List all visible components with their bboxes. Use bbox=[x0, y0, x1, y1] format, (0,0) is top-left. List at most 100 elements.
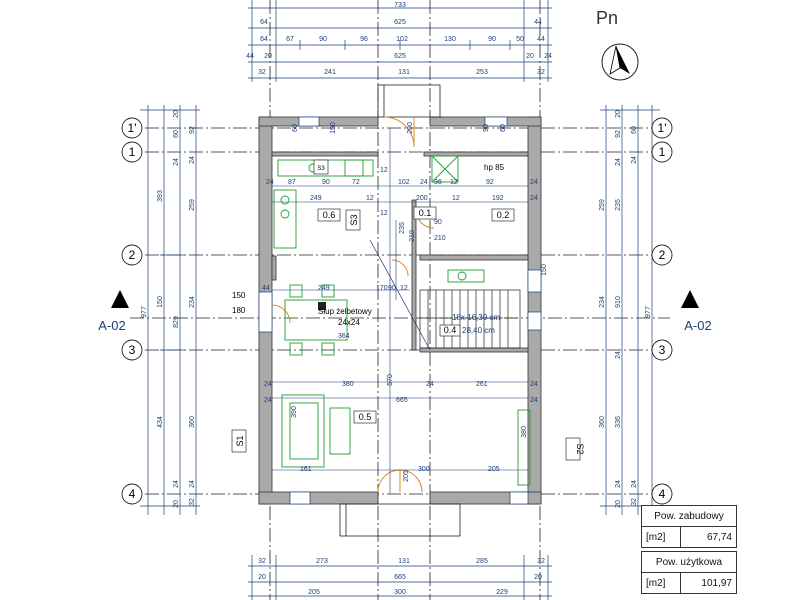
wall-inner-lower bbox=[419, 347, 529, 353]
dim-text: 24 bbox=[530, 397, 538, 404]
north-arrow-icon bbox=[601, 43, 639, 81]
dim-text: 234 bbox=[189, 296, 196, 308]
dim-text: 92 bbox=[486, 179, 494, 186]
axis-bubble bbox=[121, 483, 143, 505]
axis-label: 1 bbox=[659, 145, 666, 159]
dim-text: 24 bbox=[173, 480, 180, 488]
window-note: 180 bbox=[232, 306, 246, 315]
section-tag bbox=[231, 429, 247, 453]
dim-text: 390 bbox=[291, 406, 298, 418]
section-arrow-icon bbox=[111, 290, 129, 308]
dim-text: 200 bbox=[407, 122, 414, 134]
dim-text: 150 bbox=[541, 264, 548, 276]
wall-inner-bath bbox=[423, 151, 529, 157]
dim-text: 12 bbox=[400, 285, 408, 292]
room-tag bbox=[317, 208, 341, 222]
sofa bbox=[281, 394, 325, 468]
axis-label: 3 bbox=[129, 343, 136, 357]
axis-bubble bbox=[651, 339, 673, 361]
dim-text: 665 bbox=[394, 574, 406, 581]
area-info-table: Pow. zabudowy [m2] 67,74 Pow. użytkowa [… bbox=[641, 505, 737, 594]
axis-bubble bbox=[651, 483, 673, 505]
dim-text: 131 bbox=[398, 69, 410, 76]
dim-text: 336 bbox=[615, 416, 622, 428]
dim-text: 253 bbox=[476, 69, 488, 76]
built-area-unit: [m2] bbox=[641, 526, 681, 548]
room-tag bbox=[413, 206, 437, 220]
dim-text: 90 bbox=[319, 36, 327, 43]
right-dimension-lines bbox=[600, 105, 660, 515]
dim-text: 200 bbox=[416, 195, 428, 202]
wall-inner-hall bbox=[411, 199, 417, 351]
notes: hp 85 Słup żelbetowy 24x24 18x 16,39 cm … bbox=[232, 163, 505, 335]
dim-text: 32 bbox=[537, 558, 545, 565]
bath-fixture bbox=[447, 269, 485, 283]
axis-label: 2 bbox=[659, 248, 666, 262]
bottom-dimension-texts: 32 273 131 285 32 20 665 20 205 300 229 bbox=[258, 558, 545, 596]
dim-text: 102 bbox=[396, 36, 408, 43]
section-marker-left: A-02 bbox=[98, 290, 129, 333]
built-area-value: 67,74 bbox=[680, 526, 737, 548]
usable-area-value: 101,97 bbox=[680, 572, 737, 594]
dim-text: 829 bbox=[173, 316, 180, 328]
dim-text: 64 bbox=[260, 36, 268, 43]
dim-text: 235 bbox=[615, 199, 622, 211]
section-arrow-icon bbox=[681, 290, 699, 308]
dim-text: 273 bbox=[316, 558, 328, 565]
dim-text: 92 bbox=[615, 130, 622, 138]
dim-text: 12 bbox=[380, 167, 388, 174]
dim-text: 150 bbox=[330, 122, 337, 134]
dim-text: 259 bbox=[189, 199, 196, 211]
dim-text: 24 bbox=[420, 179, 428, 186]
dim-text: 24 bbox=[615, 351, 622, 359]
axis-bubble bbox=[121, 244, 143, 266]
room-tag bbox=[491, 208, 515, 222]
dim-text: 90 bbox=[488, 36, 496, 43]
axis-label: 1 bbox=[129, 145, 136, 159]
dim-text: 24 bbox=[189, 156, 196, 164]
dim-text: 20 bbox=[615, 110, 622, 118]
section-tag-label: S2 bbox=[575, 443, 585, 454]
dim-text: 235 bbox=[399, 222, 406, 234]
dim-text: 205 bbox=[403, 470, 410, 482]
dim-text: 210 bbox=[409, 230, 416, 242]
info-row-built-header: Pow. zabudowy bbox=[641, 505, 737, 527]
dim-text: 205 bbox=[308, 589, 320, 596]
usable-area-label: Pow. użytkowa bbox=[641, 551, 737, 573]
column-note: Słup żelbetowy bbox=[318, 307, 372, 316]
axis-bubble bbox=[651, 244, 673, 266]
dim-text: 24 bbox=[266, 179, 274, 186]
dim-text: 20 bbox=[615, 500, 622, 508]
dim-text: 24 bbox=[189, 480, 196, 488]
dim-text: 92 bbox=[189, 126, 196, 134]
dim-text: 20 bbox=[173, 110, 180, 118]
dim-text: 393 bbox=[157, 190, 164, 202]
axis-label: 4 bbox=[129, 487, 136, 501]
dim-text: 12 bbox=[452, 195, 460, 202]
dim-text: 50 bbox=[516, 36, 524, 43]
dim-text: 60 bbox=[500, 124, 507, 132]
section-tag-label: S3 bbox=[349, 214, 359, 225]
right-dimension-texts: 977 259 234 360 20 92 24 235 910 24 336 … bbox=[599, 110, 652, 508]
dim-text: 161 bbox=[300, 466, 312, 473]
dim-text: 24 bbox=[264, 397, 272, 404]
room-tag-label: 0.4 bbox=[444, 325, 457, 335]
dim-text: 977 bbox=[645, 306, 652, 318]
dim-text: 131 bbox=[398, 558, 410, 565]
dim-text: 60 bbox=[292, 124, 299, 132]
axis-label: 4 bbox=[659, 487, 666, 501]
room-tag-label: 0.2 bbox=[497, 210, 510, 220]
interior-dimension-lines bbox=[272, 128, 528, 494]
wall-inner-mid bbox=[271, 255, 277, 281]
axis-label: 2 bbox=[129, 248, 136, 262]
dim-text: 24 bbox=[631, 156, 638, 164]
left-dimension-texts: 977 393 150 434 20 60 24 259 829 234 360… bbox=[141, 110, 196, 508]
dim-text: 64 bbox=[260, 19, 268, 26]
dim-text: 44 bbox=[537, 36, 545, 43]
axis-bubbles-left: 1' 1 2 3 4 bbox=[121, 117, 143, 505]
building-walls bbox=[258, 116, 542, 505]
room-tags: 0.6 0.1 0.2 0.5 0.4 S1 S2 S3 S3 bbox=[231, 159, 585, 461]
dim-text: 150 bbox=[157, 296, 164, 308]
dim-text: 210 bbox=[434, 235, 446, 242]
